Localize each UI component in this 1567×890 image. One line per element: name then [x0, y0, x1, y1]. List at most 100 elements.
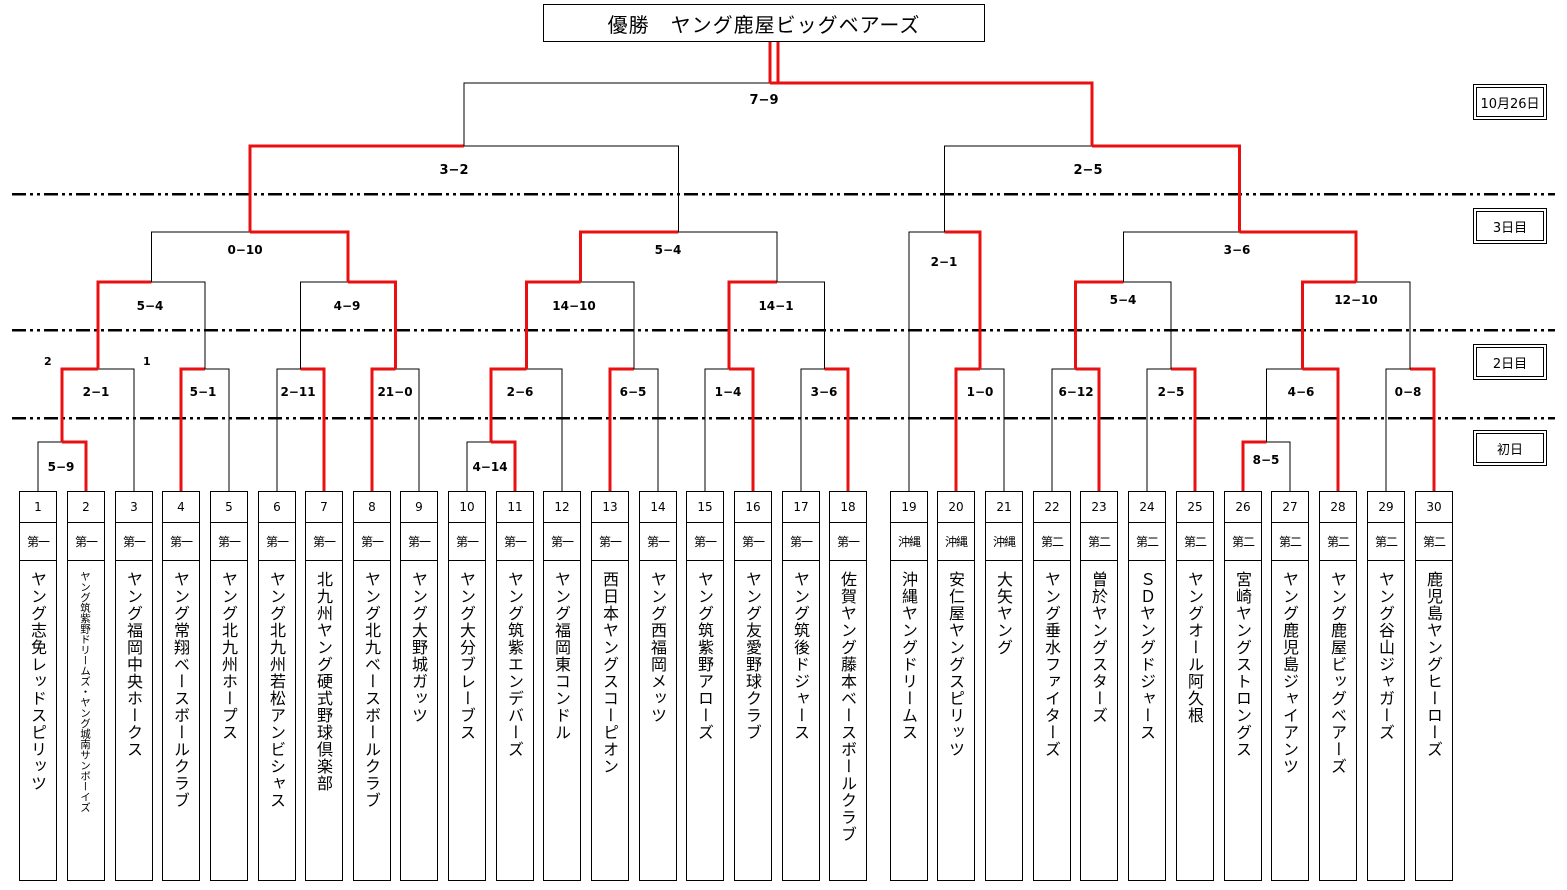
- team-name: 西日本ヤングスコーピオン: [600, 571, 619, 775]
- bracket-line: [728, 281, 825, 369]
- team-name: ヤング垂水ファイターズ: [1042, 571, 1061, 758]
- team-region: 沖縄: [986, 523, 1022, 561]
- match-score: 3−6: [1223, 243, 1251, 257]
- team-number: 16: [735, 492, 771, 523]
- bracket-line: [248, 144, 465, 232]
- team-region: 第一: [497, 523, 533, 561]
- team-name: 沖縄ヤングドリームス: [899, 571, 918, 741]
- bracket-line: [249, 230, 350, 282]
- bracket-line: [1300, 280, 1357, 369]
- bracket-line: [489, 367, 527, 442]
- team-number: 20: [938, 492, 974, 523]
- team-number: 5: [211, 492, 247, 523]
- bracket-line: [525, 280, 581, 369]
- seed-label-left: 2: [44, 355, 52, 368]
- team-name: ヤング西福岡メッツ: [648, 571, 667, 724]
- team-number: 17: [783, 492, 819, 523]
- team-region: 第一: [354, 523, 390, 561]
- team-region: 第二: [1129, 523, 1165, 561]
- match-score: 3−6: [810, 385, 838, 399]
- seed-label-right: 1: [143, 355, 151, 368]
- day-label-day1: 初日: [1473, 430, 1547, 466]
- bracket-line: [1075, 367, 1101, 491]
- team-number: 1: [20, 492, 56, 523]
- team-name: ヤング北九州ホープス: [219, 571, 238, 741]
- team-number: 11: [497, 492, 533, 523]
- team-region: 第一: [211, 523, 247, 561]
- team-number: 22: [1034, 492, 1070, 523]
- match-score: 4−9: [333, 299, 361, 313]
- team-name: ヤング志免レッドスピリッツ: [28, 571, 47, 792]
- team-number: 15: [687, 492, 723, 523]
- bracket-line: [944, 230, 982, 369]
- bracket-line: [727, 280, 777, 369]
- bracket-line: [179, 367, 205, 491]
- team-number: 14: [640, 492, 676, 523]
- team-region: 第一: [687, 523, 723, 561]
- team-region: 第一: [592, 523, 628, 561]
- team-number: 19: [891, 492, 927, 523]
- match-score: 6−5: [619, 385, 647, 399]
- team-region: 第一: [259, 523, 295, 561]
- team-name: 北九州ヤング硬式野球倶楽部: [314, 571, 333, 792]
- team-name: ヤング筑紫エンデバーズ: [505, 571, 524, 758]
- team-name: ヤング北九州若松アンビシャス: [267, 571, 286, 809]
- team-region: 第一: [640, 523, 676, 561]
- bracket-line: [1410, 367, 1436, 491]
- team-name: ヤング福岡東コンドル: [552, 571, 571, 741]
- match-score: 5−4: [1109, 293, 1137, 307]
- champion-title: 優勝 ヤング鹿屋ビッグベアーズ: [543, 4, 985, 42]
- team-region: 第二: [1272, 523, 1308, 561]
- match-score: 1−0: [966, 385, 994, 399]
- match-score: 6−12: [1058, 385, 1094, 399]
- team-name: 鹿児島ヤングヒーローズ: [1424, 571, 1443, 758]
- team-number: 26: [1225, 492, 1261, 523]
- team-name: ヤング常翔ベースボールクラブ: [171, 571, 190, 809]
- team-number: 29: [1368, 492, 1404, 523]
- team-region: 第二: [1081, 523, 1117, 561]
- match-score: 4−14: [472, 460, 508, 474]
- team-name: ヤング北九ベースボールクラブ: [362, 571, 381, 809]
- team-region: 第二: [1320, 523, 1356, 561]
- bracket-line: [60, 367, 98, 442]
- bracket-line: [578, 230, 679, 282]
- match-score: 2−11: [280, 385, 316, 399]
- team-name: 宮崎ヤングストロングス: [1233, 571, 1252, 758]
- bracket-line: [944, 145, 1241, 232]
- bracket-line: [1239, 230, 1358, 282]
- team-number: 24: [1129, 492, 1165, 523]
- bracket-line: [1122, 231, 1357, 282]
- match-score: 2−1: [930, 255, 958, 269]
- match-score: 2−6: [506, 385, 534, 399]
- bracket-line: [778, 81, 1094, 146]
- team-region: 第一: [735, 523, 771, 561]
- team-region: 第一: [830, 523, 866, 561]
- match-score: 2−1: [82, 385, 110, 399]
- team-number: 23: [1081, 492, 1117, 523]
- team-region: 第一: [783, 523, 819, 561]
- team-name: 安仁屋ヤングスピリッツ: [946, 571, 965, 758]
- team-name: ヤング筑紫野アローズ: [695, 571, 714, 741]
- team-region: 第一: [20, 523, 56, 561]
- team-name: 大矢ヤング: [994, 571, 1013, 656]
- match-score: 21−0: [377, 385, 413, 399]
